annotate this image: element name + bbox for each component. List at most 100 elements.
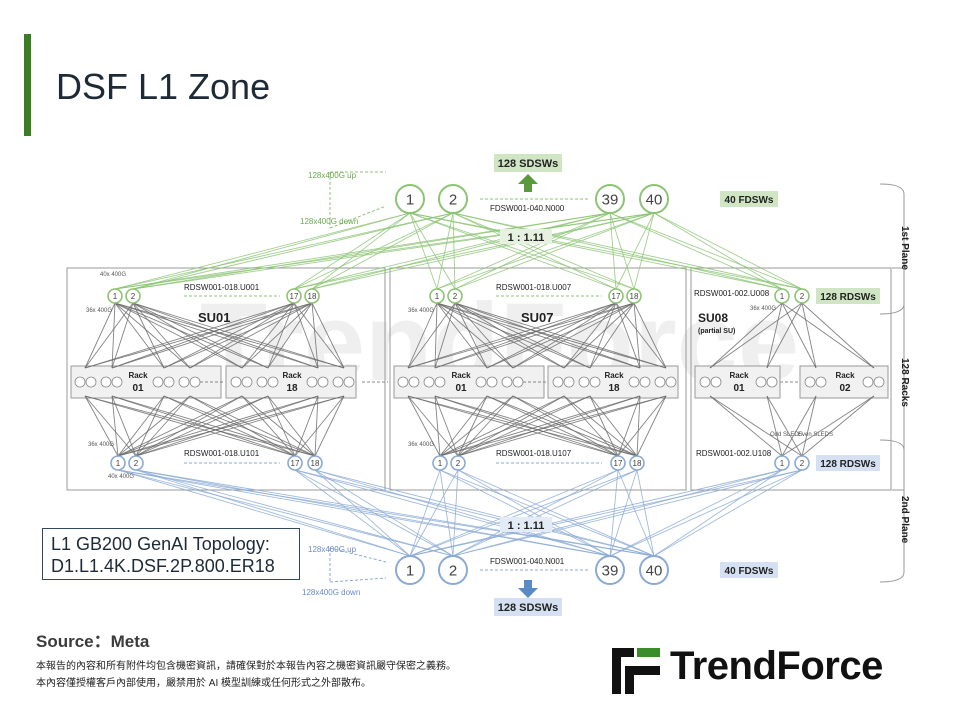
uplink-top-0: [114, 212, 411, 290]
rack-link-bottom: [439, 395, 641, 457]
uplink-top-4: [409, 212, 438, 290]
rdsw-bottom-su1-1-label: 1: [116, 459, 121, 468]
su01-rack2-label: Rack: [282, 371, 302, 380]
rdsw-top-badge: [816, 288, 880, 304]
title-accent-bar: [24, 34, 31, 136]
rdsw-bottom-su1-17: [287, 455, 303, 471]
rdsw-bottom-su1-17-label: 17: [291, 459, 300, 468]
rack-link-top: [132, 302, 243, 369]
link-36x-su01-bottom: 36x 400G: [88, 442, 114, 448]
odd-sleds: Odd SLEDS: [770, 432, 803, 438]
rack-link-top: [111, 302, 295, 369]
su08-rack1-label: Rack: [729, 371, 749, 380]
rack-link-bottom: [84, 395, 137, 457]
fdsw-top-name: FDSW001-040.N000: [490, 204, 565, 213]
su07-rack2-label: Rack: [604, 371, 624, 380]
uplink-top-1: [132, 212, 411, 290]
rdsw-top-su2-18-label: 18: [630, 292, 639, 301]
rack-link-bottom: [434, 395, 459, 457]
uplink-bottom-6: [452, 469, 619, 557]
rack-link-top: [633, 302, 641, 369]
rack-link-top: [454, 302, 488, 369]
rdsw-top-su2-18: [626, 288, 642, 304]
rack-link-top: [407, 302, 456, 369]
rdsw-bottom-su2-1: [432, 455, 448, 471]
uplink-top-9: [452, 212, 803, 290]
rack-link-top: [311, 302, 345, 369]
uplink-bottom-4: [439, 469, 454, 557]
uplink-top-7: [452, 212, 635, 290]
fdsw-bottom-node-39: [595, 555, 625, 585]
fdsw-bottom-name: FDSW001-040.N001: [490, 557, 565, 566]
up-link-bottom: 128x400G up: [308, 545, 357, 554]
link-36x-su07-bottom: 36x 400G: [408, 442, 434, 448]
su01-name: SU01: [198, 310, 231, 325]
fdsw-bottom-count: 40 FDSWs: [725, 566, 774, 577]
rack-link-top: [454, 302, 514, 369]
rdsw-bottom-su1-2-label: 2: [134, 459, 139, 468]
rack-link-bottom: [163, 395, 296, 457]
rack-link-top: [84, 302, 295, 369]
uplink-top-5: [409, 212, 456, 290]
rack-link-bottom: [407, 395, 459, 457]
rack-link-top: [436, 302, 565, 369]
fdsw-top-node-2-label: 2: [449, 191, 457, 208]
su01-rack1-label: Rack: [128, 371, 148, 380]
uplink-bottom-8: [409, 469, 783, 557]
trendforce-logo: TrendForce: [612, 644, 932, 694]
uplink-bottom-1: [135, 469, 411, 557]
rack-link-bottom: [407, 395, 638, 457]
rack-link-top: [114, 302, 243, 369]
rdsw-bottom-su2-2-label: 2: [456, 459, 461, 468]
rack-link-bottom: [486, 395, 638, 457]
topology-label-line2: D1.L1.4K.DSF.2P.800.ER18: [51, 556, 275, 576]
rack-link-top: [766, 302, 783, 369]
uplink-top-2: [293, 212, 655, 290]
su01-rdsw-top: RDSW001-018.U001: [184, 283, 260, 292]
ratio-top-badge: [500, 229, 552, 244]
rack-link-bottom: [486, 395, 619, 457]
sdsw-down-arrow: [518, 580, 538, 598]
uplink-top-9: [653, 212, 803, 290]
link-36x-su07: 36x 400G: [408, 308, 434, 314]
up-link-top: 128x400G up: [308, 171, 357, 180]
rdsw-top-su3-1-label: 1: [780, 292, 785, 301]
uplink-top-5: [454, 212, 655, 290]
uplink-bottom-8: [452, 469, 783, 557]
rack-link-top: [436, 302, 641, 369]
rack-link-top: [615, 302, 641, 369]
su07-frame: [389, 267, 687, 491]
rack-link-top: [114, 302, 191, 369]
rack-link-top: [589, 302, 617, 369]
rack-link-top: [293, 302, 319, 369]
rack-ports: [74, 376, 885, 388]
rdsw-top-su2-1: [429, 288, 445, 304]
rack-link-top: [512, 302, 635, 369]
uplink-top-7: [633, 212, 655, 290]
uplink-bottom-4: [439, 469, 655, 557]
rdsw-bottom-su3-1: [774, 455, 790, 471]
rack-link-bottom: [781, 395, 817, 457]
rack-link-bottom: [457, 395, 641, 457]
uplink-top-6: [615, 212, 655, 290]
su01-rdsw-bottom: RDSW001-018.U101: [184, 449, 260, 458]
fdsw-bottom-node-40-label: 40: [646, 562, 663, 579]
rack-link-bottom: [117, 395, 319, 457]
rack-link-top: [84, 302, 134, 369]
rack-link-bottom: [314, 395, 319, 457]
su07-rack1-num: 01: [455, 383, 467, 394]
ratio-top: 1 : 1.11: [508, 232, 545, 244]
rack-link-bottom: [457, 395, 565, 457]
uplink-top-4: [436, 212, 611, 290]
uplink-bottom-1: [135, 469, 655, 557]
bottom-sdsw-label: 128 SDSWs: [498, 602, 559, 614]
uplink-bottom-0: [117, 469, 655, 557]
rack-link-top: [781, 302, 817, 369]
rack-link-bottom: [781, 395, 875, 457]
uplink-top-3: [311, 212, 655, 290]
su07-rack2-num: 18: [608, 383, 620, 394]
down-link-bottom: 128x400G down: [302, 588, 360, 597]
rack-link-bottom: [617, 395, 641, 457]
rack-link-bottom: [801, 395, 817, 457]
rack-link-top: [132, 302, 269, 369]
